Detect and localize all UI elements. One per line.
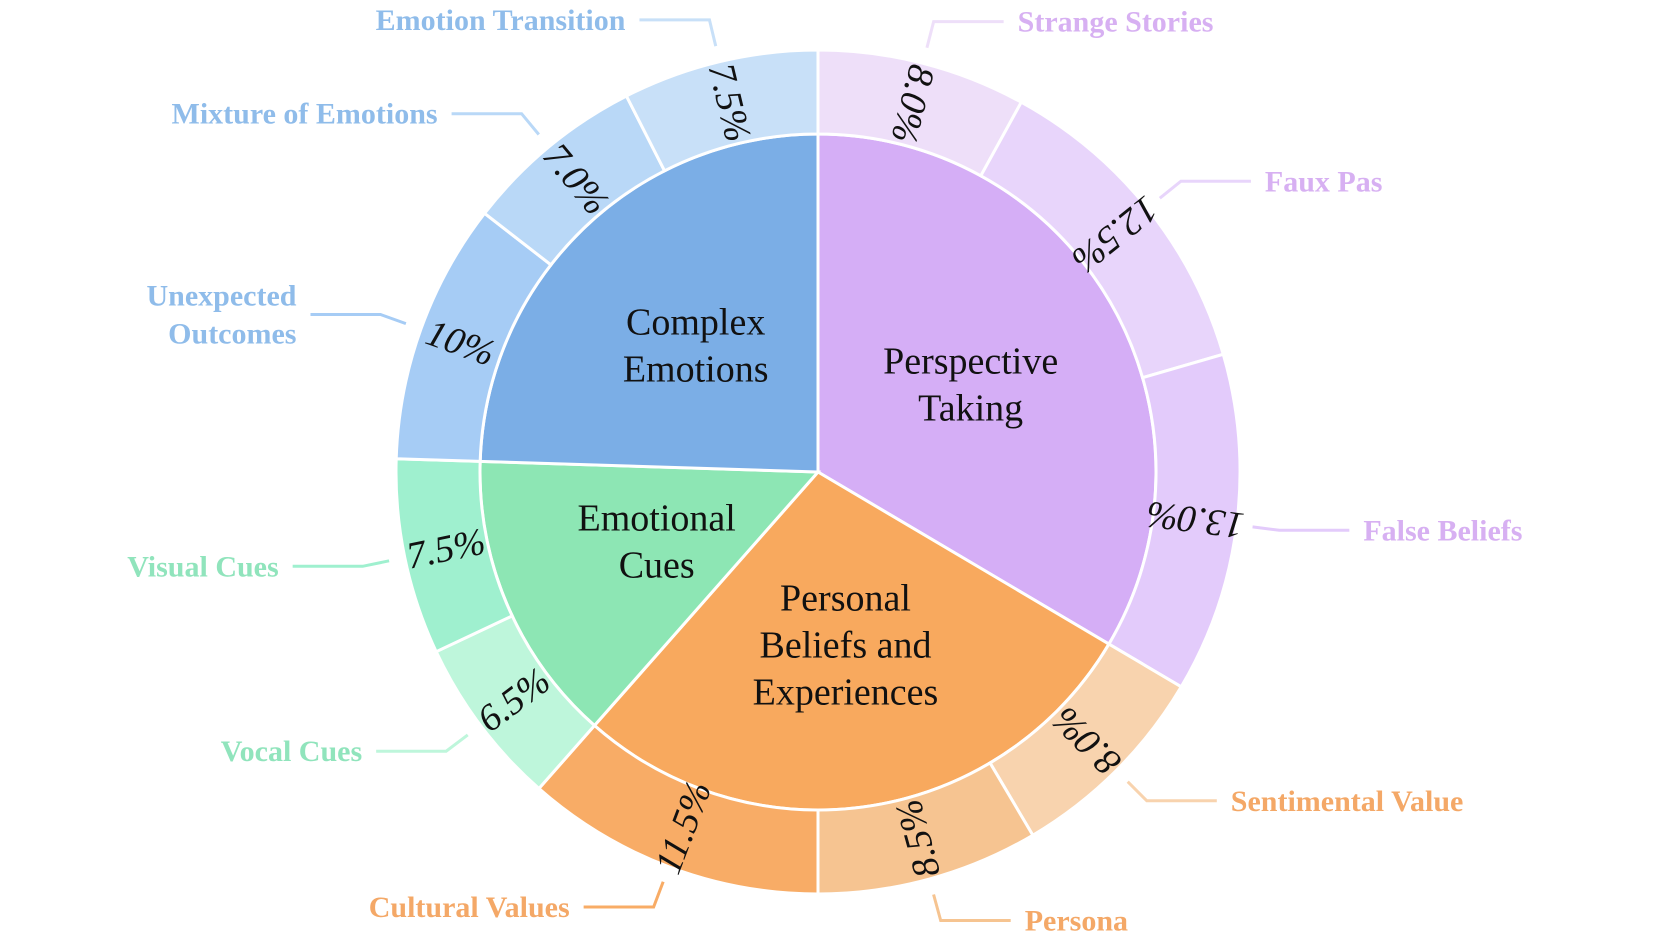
outer-label-mixture-of-emotions: Mixture of Emotions <box>172 97 438 130</box>
leader-lines <box>292 18 1350 923</box>
outer-ring <box>394 48 1242 896</box>
leader-line-mixture-of-emotions <box>451 112 540 136</box>
inner-ring <box>478 132 1158 812</box>
leader-line-strange-stories <box>925 20 1004 49</box>
outer-slice-emotion-transition <box>624 48 820 173</box>
outer-label-cultural-values: Cultural Values <box>369 890 570 923</box>
leader-line-persona <box>932 894 1011 923</box>
outer-label-false-beliefs: False Beliefs <box>1363 514 1522 547</box>
outer-label-persona: Persona <box>1025 904 1128 934</box>
outer-label-strange-stories: Strange Stories <box>1018 5 1214 38</box>
leader-line-faux-pas <box>1158 179 1251 200</box>
outer-label-visual-cues: Visual Cues <box>127 550 278 583</box>
leader-line-unexpected-outcomes <box>310 312 407 326</box>
leader-line-cultural-values <box>583 881 665 909</box>
leader-line-emotion-transition <box>639 18 718 47</box>
leader-line-false-beliefs <box>1252 525 1350 532</box>
outer-label-vocal-cues: Vocal Cues <box>221 735 362 768</box>
leader-line-visual-cues <box>292 559 390 568</box>
leader-line-sentimental-value <box>1126 780 1217 803</box>
outer-label-emotion-transition: Emotion Transition <box>376 3 626 36</box>
outer-label-sentimental-value: Sentimental Value <box>1231 784 1464 817</box>
leader-line-vocal-cues <box>376 733 469 753</box>
outer-label-faux-pas: Faux Pas <box>1265 165 1383 198</box>
